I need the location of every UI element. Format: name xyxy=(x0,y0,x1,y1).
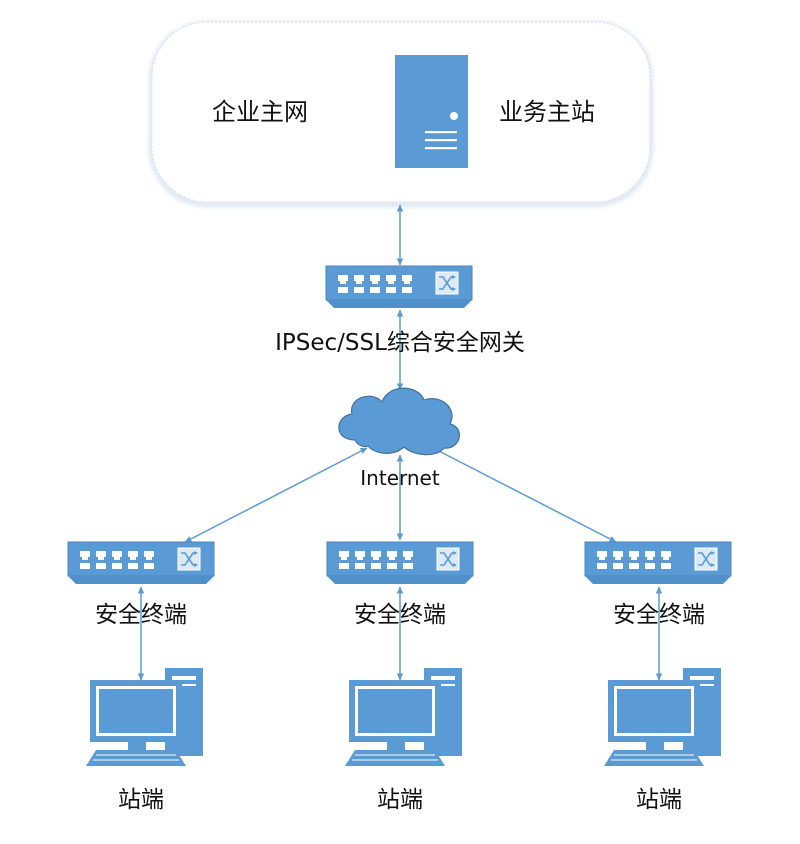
gateway-label: IPSec/SSL综合安全网关 xyxy=(275,330,525,356)
station-label-center: 站端 xyxy=(377,787,423,813)
station-label-left: 站端 xyxy=(118,787,164,813)
desktop-computer-icon-center xyxy=(344,667,463,767)
link-internet-terminal-left xyxy=(184,447,368,543)
terminal-label-center: 安全终端 xyxy=(354,602,446,628)
internet-label: Internet xyxy=(360,466,440,490)
terminal-switch-icon-right xyxy=(584,541,732,585)
desktop-computer-icon-left xyxy=(85,667,204,767)
cloud-icon xyxy=(338,387,460,456)
terminal-label-left: 安全终端 xyxy=(95,602,187,628)
terminal-label-right: 安全终端 xyxy=(613,602,705,628)
terminal-switch-icon-center xyxy=(326,541,474,585)
station-label-right: 站端 xyxy=(636,787,682,813)
hq-label: 企业主网 xyxy=(212,98,308,126)
connection-lines xyxy=(137,204,663,681)
gateway-switch-icon xyxy=(325,265,473,309)
server-icon xyxy=(395,55,468,168)
server-label: 业务主站 xyxy=(499,98,595,126)
desktop-computer-icon-right xyxy=(603,667,722,767)
link-internet-terminal-right xyxy=(432,447,617,543)
terminal-switch-icon-left xyxy=(67,541,215,585)
